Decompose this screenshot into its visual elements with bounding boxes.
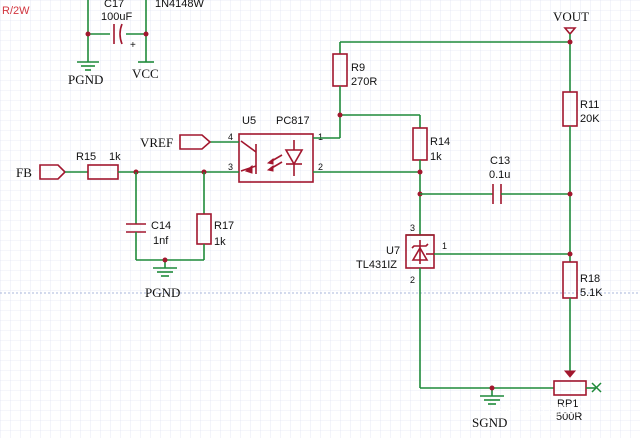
u7-pin-3: 3 [410,223,415,233]
c17-plus-sign: + [130,40,136,51]
u5-pin-2: 2 [318,162,323,172]
pgnd-top-symbol [77,61,99,71]
r17-value-label: 1k [214,236,226,248]
r14-value-label: 1k [430,151,442,163]
c13-value-label: 0.1u [489,169,510,181]
u5-pin-1: 1 [318,132,323,142]
diode-value-label: 1N4148W [155,0,205,10]
r11-value-label: 20K [580,113,600,125]
c14-ref-label: C14 [151,220,171,232]
r18-ref-label: R18 [580,273,600,285]
u5-pin-4: 4 [228,132,233,142]
c13-ref-label: C13 [490,155,510,167]
u5-value-label: PC817 [276,115,310,127]
u7-pin-2: 2 [410,275,415,285]
vcc-label: VCC [132,66,159,81]
u7-pin-1: 1 [442,241,447,251]
sgnd-label: SGND [472,415,507,430]
u7-value-label: TL431IZ [356,259,397,271]
rp1-value-label: 500R [556,411,582,423]
r9-value-label: 270R [351,76,377,88]
c17-section: + C17 100uF 1N4148W PGND VCC [68,0,205,87]
vout-net: VOUT [340,9,589,92]
r11-ref-label: R11 [580,99,599,111]
corner-label: R/2W [2,5,30,17]
r15-ref-label: R15 [76,151,96,163]
rp1-ref-label: RP1 [557,398,578,410]
pgnd-bottom-symbol [153,267,177,277]
u5-pin-3: 3 [228,162,233,172]
vref-label: VREF [140,135,173,150]
r9-ref-label: R9 [351,62,365,74]
fb-label: FB [16,165,32,180]
no-connect-icon [591,382,602,393]
r17-ref-label: R17 [214,220,234,232]
vref-port[interactable] [179,134,212,150]
sgnd-symbol [480,395,504,405]
u7-ref-label: U7 [386,245,400,257]
pgnd-top-label: PGND [68,72,103,87]
u5-ref-label: U5 [242,115,256,127]
r15-value-label: 1k [109,151,121,163]
fb-port[interactable] [39,164,67,180]
c17-capacitor[interactable]: + [113,23,136,51]
c14-value-label: 1nf [153,235,169,247]
c17-value-label: 100uF [101,11,132,23]
watermark: 知乎 @立创EDA [496,402,584,417]
u5-optocoupler[interactable] [238,133,314,183]
vout-label: VOUT [553,9,589,24]
pgnd-bottom-label: PGND [145,285,180,300]
r14-ref-label: R14 [430,136,450,148]
c17-ref-label: C17 [104,0,124,10]
r18-value-label: 5.1K [580,287,603,299]
